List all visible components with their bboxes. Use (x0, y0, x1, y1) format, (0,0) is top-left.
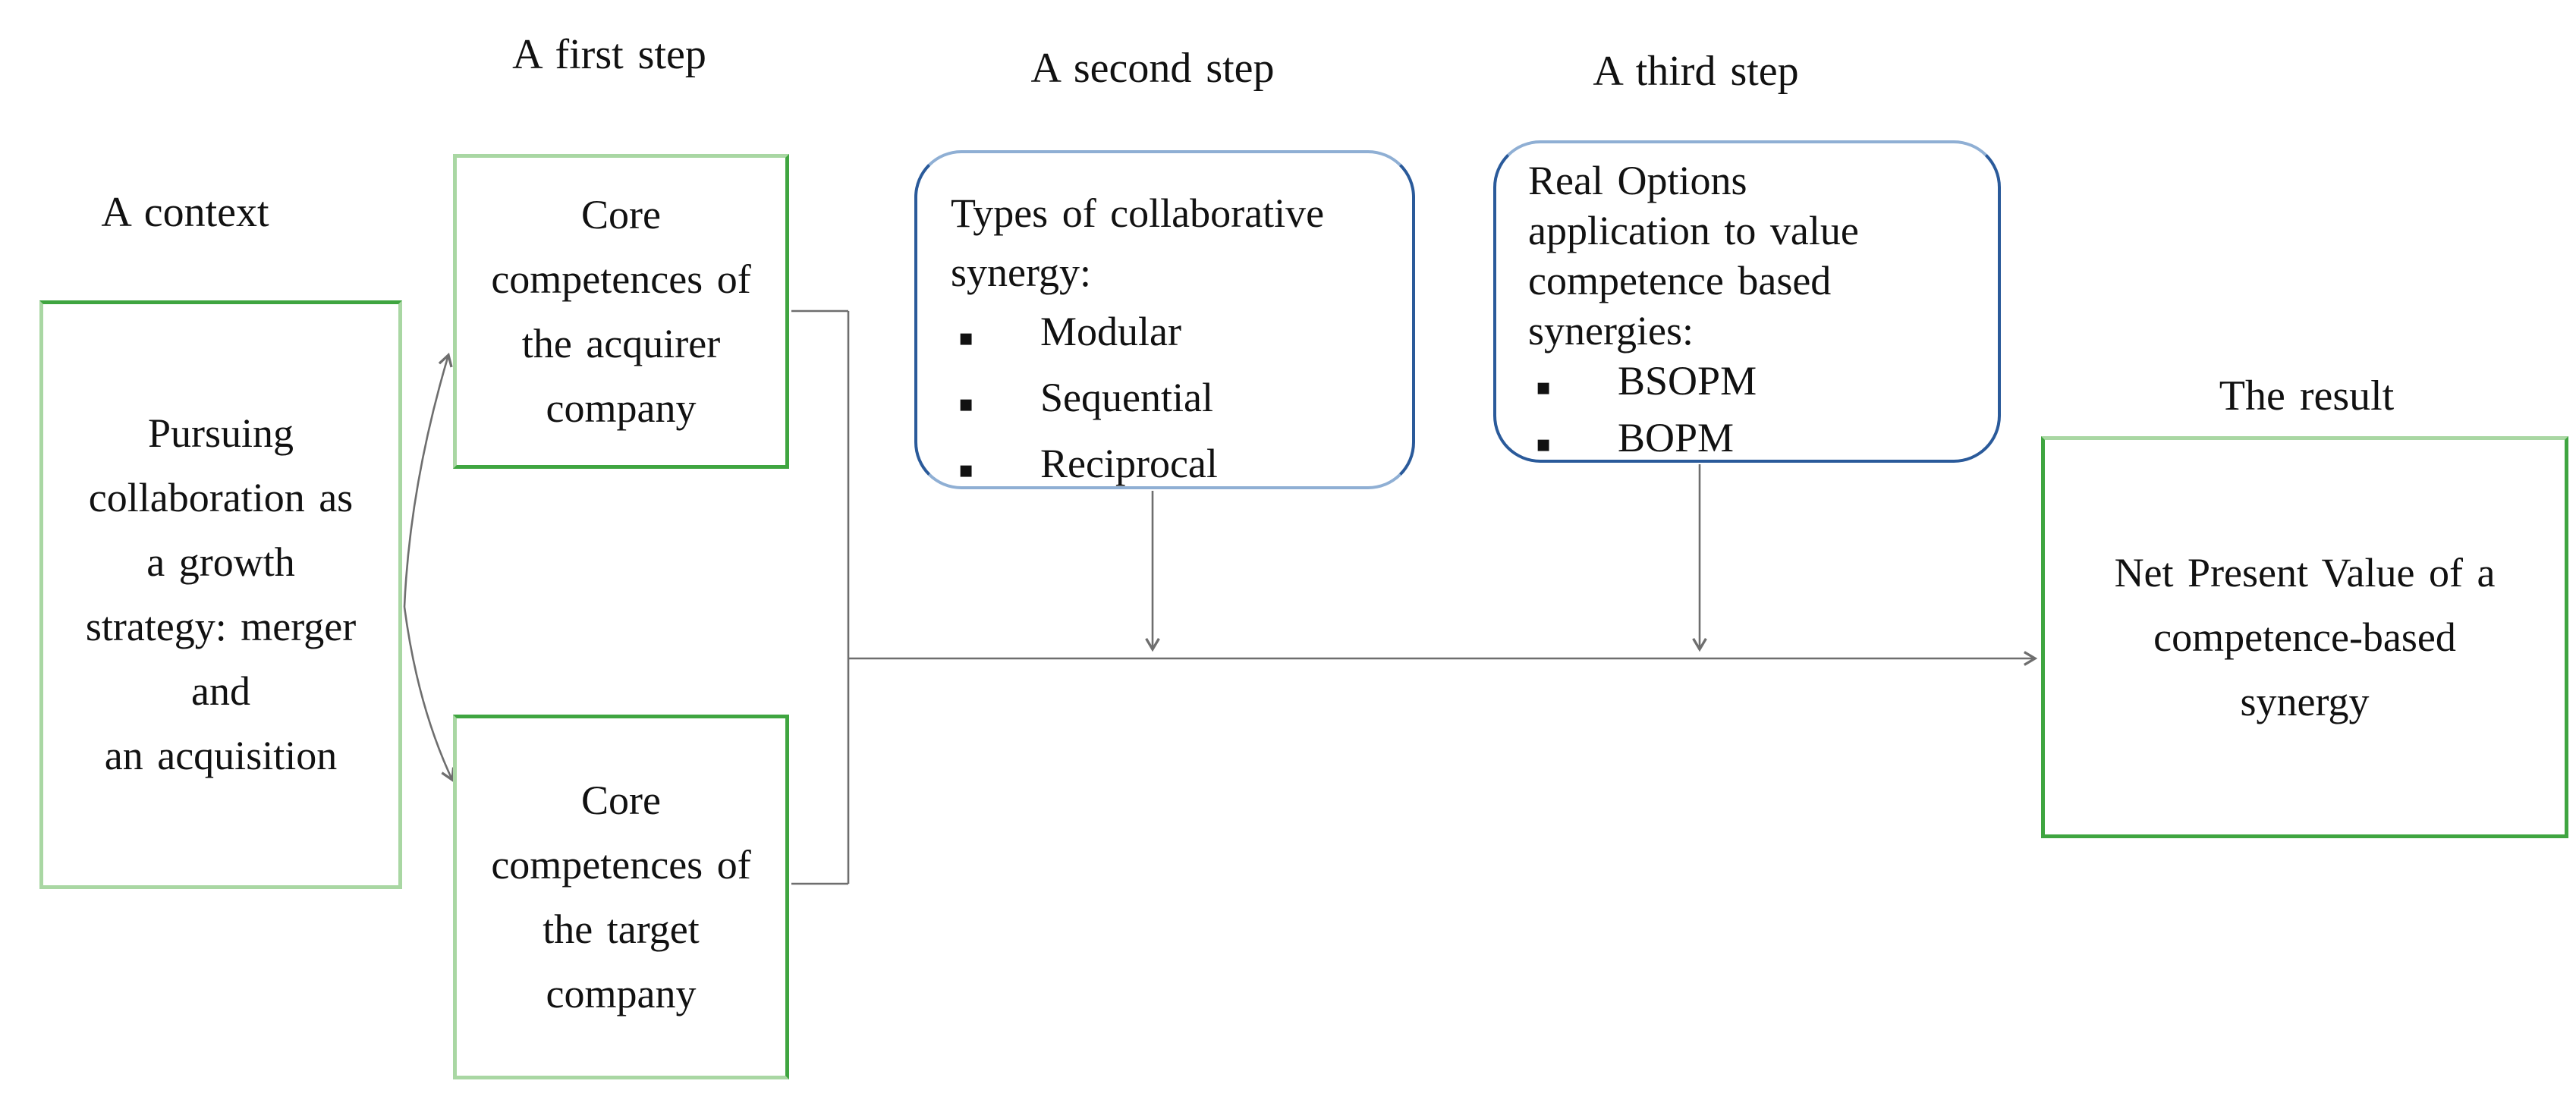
context-line: collaboration as (88, 475, 354, 520)
target-line: competences of (491, 841, 751, 888)
bullet-square-icon: ▪ (958, 391, 974, 417)
bullet-square-icon: ▪ (958, 325, 974, 351)
acquirer-line: Core (581, 191, 661, 237)
label-a-second-step: A second step (1030, 45, 1275, 92)
acquirer-line: company (546, 385, 697, 431)
target-line: Core (581, 777, 661, 823)
result-line: synergy (2240, 678, 2370, 724)
real-options-box: Real Options application to value compet… (1493, 140, 2001, 463)
step2-bullet-label: Sequential (1040, 375, 1213, 420)
synergy-types-box: Types of collaborative synergy: ▪ Modula… (914, 150, 1415, 489)
result-line: competence-based (2153, 614, 2456, 660)
context-line: a growth (146, 539, 295, 585)
arrow-context-to-acquirer (403, 352, 453, 608)
step2-intro-line: synergy: (951, 250, 1091, 295)
acquirer-line: the acquirer (521, 320, 721, 366)
label-a-third-step: A third step (1593, 48, 1799, 95)
npv-result-box: Net Present Value of a competence-based … (2041, 436, 2568, 838)
step3-intro-line: synergies: (1528, 308, 1694, 353)
step3-intro-line: competence based (1528, 258, 1832, 303)
arrow-context-to-target (403, 606, 455, 782)
step3-bullet-label: BOPM (1618, 415, 1735, 460)
step2-bullet-item: ▪ Modular (951, 302, 1397, 368)
label-a-first-step: A first step (512, 31, 706, 78)
step3-bullet-label: BSOPM (1618, 358, 1757, 404)
target-line: the target (543, 906, 700, 952)
step3-bullet-item: ▪ BOPM (1528, 413, 1984, 470)
result-line: Net Present Value of a (2114, 549, 2496, 595)
bullet-square-icon: ▪ (958, 457, 974, 483)
step2-bullet-item: ▪ Reciprocal (951, 434, 1397, 500)
step3-intro-line: Real Options (1528, 158, 1747, 203)
acquirer-line: competences of (491, 256, 751, 302)
acquirer-competences-box: Core competences of the acquirer company (453, 154, 789, 469)
step2-bullet-label: Reciprocal (1040, 441, 1218, 486)
bullet-square-icon: ▪ (1536, 374, 1552, 401)
context-line: Pursuing (147, 410, 294, 456)
context-line: strategy: merger (85, 604, 357, 649)
step2-bullet-label: Modular (1040, 309, 1181, 354)
context-line: and (191, 668, 250, 714)
step2-bullet-item: ▪ Sequential (951, 368, 1397, 434)
bullet-square-icon: ▪ (1536, 431, 1552, 457)
target-line: company (546, 970, 697, 1016)
step3-bullet-item: ▪ BSOPM (1528, 356, 1984, 413)
step3-intro-line: application to value (1528, 208, 1859, 253)
context-line: an acquisition (104, 733, 338, 778)
step2-intro-line: Types of collaborative (951, 190, 1325, 236)
context-box: Pursuing collaboration as a growth strat… (39, 300, 402, 889)
target-competences-box: Core competences of the target company (453, 715, 789, 1079)
label-a-context: A context (101, 189, 269, 236)
label-the-result: The result (2219, 372, 2395, 419)
